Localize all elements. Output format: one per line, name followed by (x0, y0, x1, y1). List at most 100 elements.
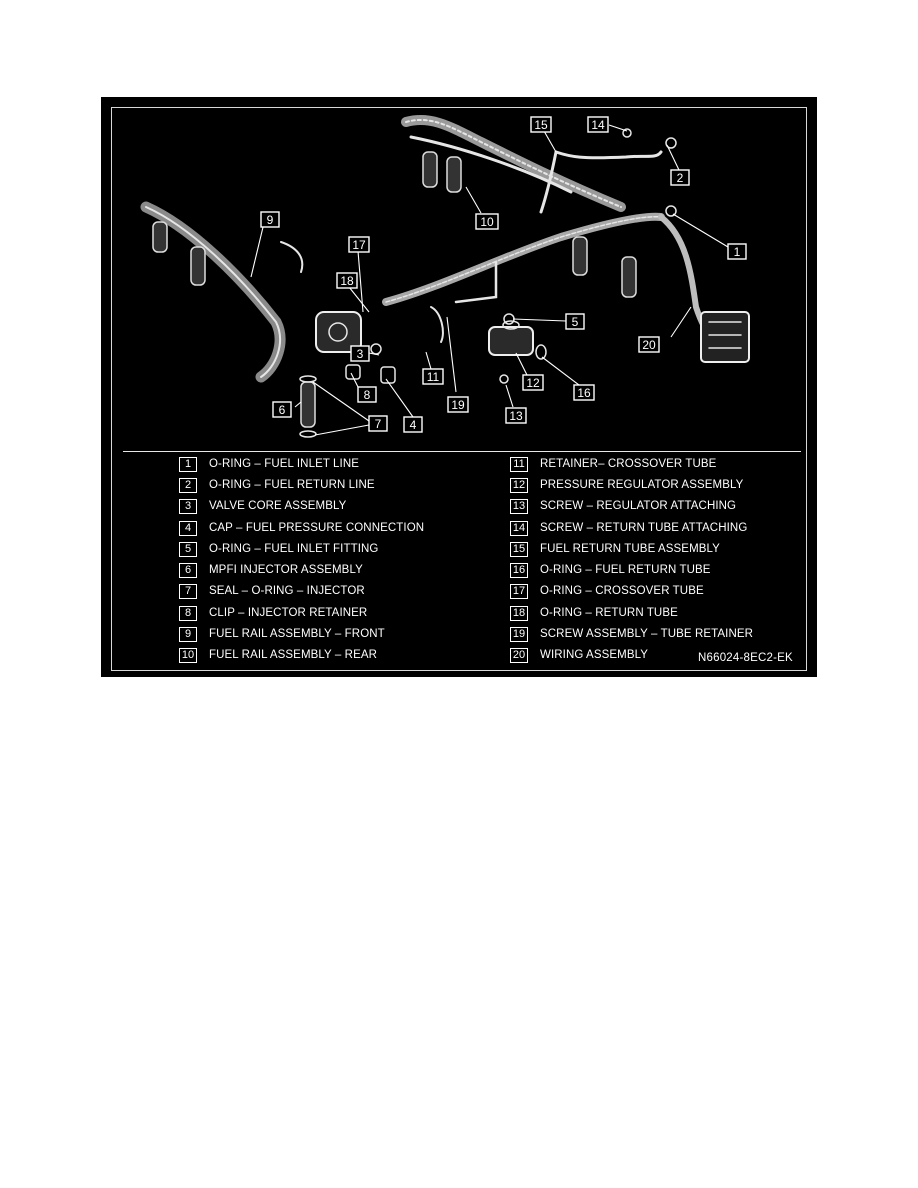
legend-label: CLIP – INJECTOR RETAINER (209, 607, 368, 619)
figure-frame (111, 107, 807, 671)
callout-1: 1 (727, 243, 747, 260)
legend-item: 1 O-RING – FUEL INLET LINE (179, 455, 359, 473)
legend-label: PRESSURE REGULATOR ASSEMBLY (540, 479, 744, 491)
svg-text:10: 10 (480, 215, 494, 229)
legend-number: 13 (510, 498, 528, 514)
legend-number: 17 (510, 583, 528, 599)
legend-label: RETAINER– CROSSOVER TUBE (540, 458, 717, 470)
callout-6: 6 (272, 401, 292, 418)
callout-7: 7 (368, 415, 388, 432)
component-art (140, 114, 750, 438)
callout-14: 14 (587, 116, 609, 133)
svg-text:14: 14 (591, 118, 605, 132)
legend-label: SEAL – O-RING – INJECTOR (209, 585, 365, 597)
callout-12: 12 (522, 374, 544, 391)
svg-text:5: 5 (572, 315, 579, 329)
legend-label: O-RING – FUEL INLET LINE (209, 458, 360, 470)
legend-item: 18 O-RING – RETURN TUBE (510, 604, 678, 622)
legend-label: CAP – FUEL PRESSURE CONNECTION (209, 522, 425, 534)
legend-number: 14 (510, 520, 528, 536)
legend-number: 11 (510, 456, 528, 472)
legend-number: 18 (510, 605, 528, 621)
legend-number: 5 (179, 541, 197, 557)
svg-text:16: 16 (577, 386, 591, 400)
legend-number: 7 (179, 583, 197, 599)
callout-15: 15 (530, 116, 552, 133)
svg-text:1: 1 (734, 245, 741, 259)
parts-diagram-figure: 1 2 3 4 5 6 7 8 9 10 11 12 13 14 15 16 1… (101, 97, 817, 677)
legend-item: 3 VALVE CORE ASSEMBLY (179, 497, 346, 515)
legend-item: 15 FUEL RETURN TUBE ASSEMBLY (510, 540, 720, 558)
leader-lines (250, 124, 729, 436)
svg-text:20: 20 (642, 338, 656, 352)
legend-item: 12 PRESSURE REGULATOR ASSEMBLY (510, 476, 743, 494)
legend-number: 19 (510, 626, 528, 642)
legend-item: 19 SCREW ASSEMBLY – TUBE RETAINER (510, 625, 753, 643)
legend-item: 10 FUEL RAIL ASSEMBLY – REAR (179, 646, 377, 664)
callout-11: 11 (422, 368, 444, 385)
legend-label: FUEL RETURN TUBE ASSEMBLY (540, 543, 720, 555)
callout-3: 3 (350, 345, 370, 362)
legend-label: SCREW ASSEMBLY – TUBE RETAINER (540, 628, 754, 640)
legend-number: 6 (179, 562, 197, 578)
legend-label: O-RING – RETURN TUBE (540, 607, 678, 619)
legend-number: 16 (510, 562, 528, 578)
legend-number: 15 (510, 541, 528, 557)
callout-5: 5 (565, 313, 585, 330)
legend-number: 12 (510, 477, 528, 493)
legend-label: MPFI INJECTOR ASSEMBLY (209, 564, 363, 576)
svg-text:2: 2 (677, 171, 684, 185)
callout-4: 4 (403, 416, 423, 433)
figure-code: N66024-8EC2-EK (698, 652, 793, 664)
callout-9: 9 (260, 211, 280, 228)
svg-text:6: 6 (279, 403, 286, 417)
callout-20: 20 (638, 336, 660, 353)
legend-number: 4 (179, 520, 197, 536)
legend-number: 10 (179, 647, 197, 663)
legend-number: 9 (179, 626, 197, 642)
callout-13: 13 (505, 407, 527, 424)
legend-item: 11 RETAINER– CROSSOVER TUBE (510, 455, 716, 473)
legend-label: SCREW – REGULATOR ATTACHING (540, 500, 737, 512)
callout-2: 2 (670, 169, 690, 186)
callout-10: 10 (475, 213, 499, 230)
legend-divider (123, 451, 801, 452)
callout-16: 16 (573, 384, 595, 401)
callout-18: 18 (336, 272, 358, 289)
svg-text:3: 3 (357, 347, 364, 361)
legend-label: VALVE CORE ASSEMBLY (209, 500, 347, 512)
svg-text:8: 8 (364, 388, 371, 402)
legend-number: 3 (179, 498, 197, 514)
legend-item: 5 O-RING – FUEL INLET FITTING (179, 540, 378, 558)
legend-number: 8 (179, 605, 197, 621)
legend-label: O-RING – CROSSOVER TUBE (540, 585, 704, 597)
legend-item: 4 CAP – FUEL PRESSURE CONNECTION (179, 519, 424, 537)
fuel-rail-exploded-view: 1 2 3 4 5 6 7 8 9 10 11 12 13 14 15 16 1… (140, 114, 750, 438)
legend-number: 1 (179, 456, 197, 472)
svg-text:15: 15 (534, 118, 548, 132)
svg-text:13: 13 (509, 409, 523, 423)
svg-text:18: 18 (340, 274, 354, 288)
svg-text:9: 9 (267, 213, 274, 227)
callout-17: 17 (348, 236, 370, 253)
legend-item: 6 MPFI INJECTOR ASSEMBLY (179, 561, 363, 579)
legend-label: WIRING ASSEMBLY (540, 649, 649, 661)
callout-8: 8 (357, 386, 377, 403)
legend-label: O-RING – FUEL RETURN TUBE (540, 564, 711, 576)
svg-text:7: 7 (375, 417, 382, 431)
legend-label: O-RING – FUEL RETURN LINE (209, 479, 375, 491)
legend-item: 13 SCREW – REGULATOR ATTACHING (510, 497, 736, 515)
svg-text:17: 17 (352, 238, 366, 252)
callout-19: 19 (447, 396, 469, 413)
legend-label: FUEL RAIL ASSEMBLY – REAR (209, 649, 378, 661)
legend-label: O-RING – FUEL INLET FITTING (209, 543, 379, 555)
svg-text:12: 12 (526, 376, 540, 390)
legend-item: 8 CLIP – INJECTOR RETAINER (179, 604, 367, 622)
svg-text:4: 4 (410, 418, 417, 432)
svg-text:19: 19 (451, 398, 465, 412)
